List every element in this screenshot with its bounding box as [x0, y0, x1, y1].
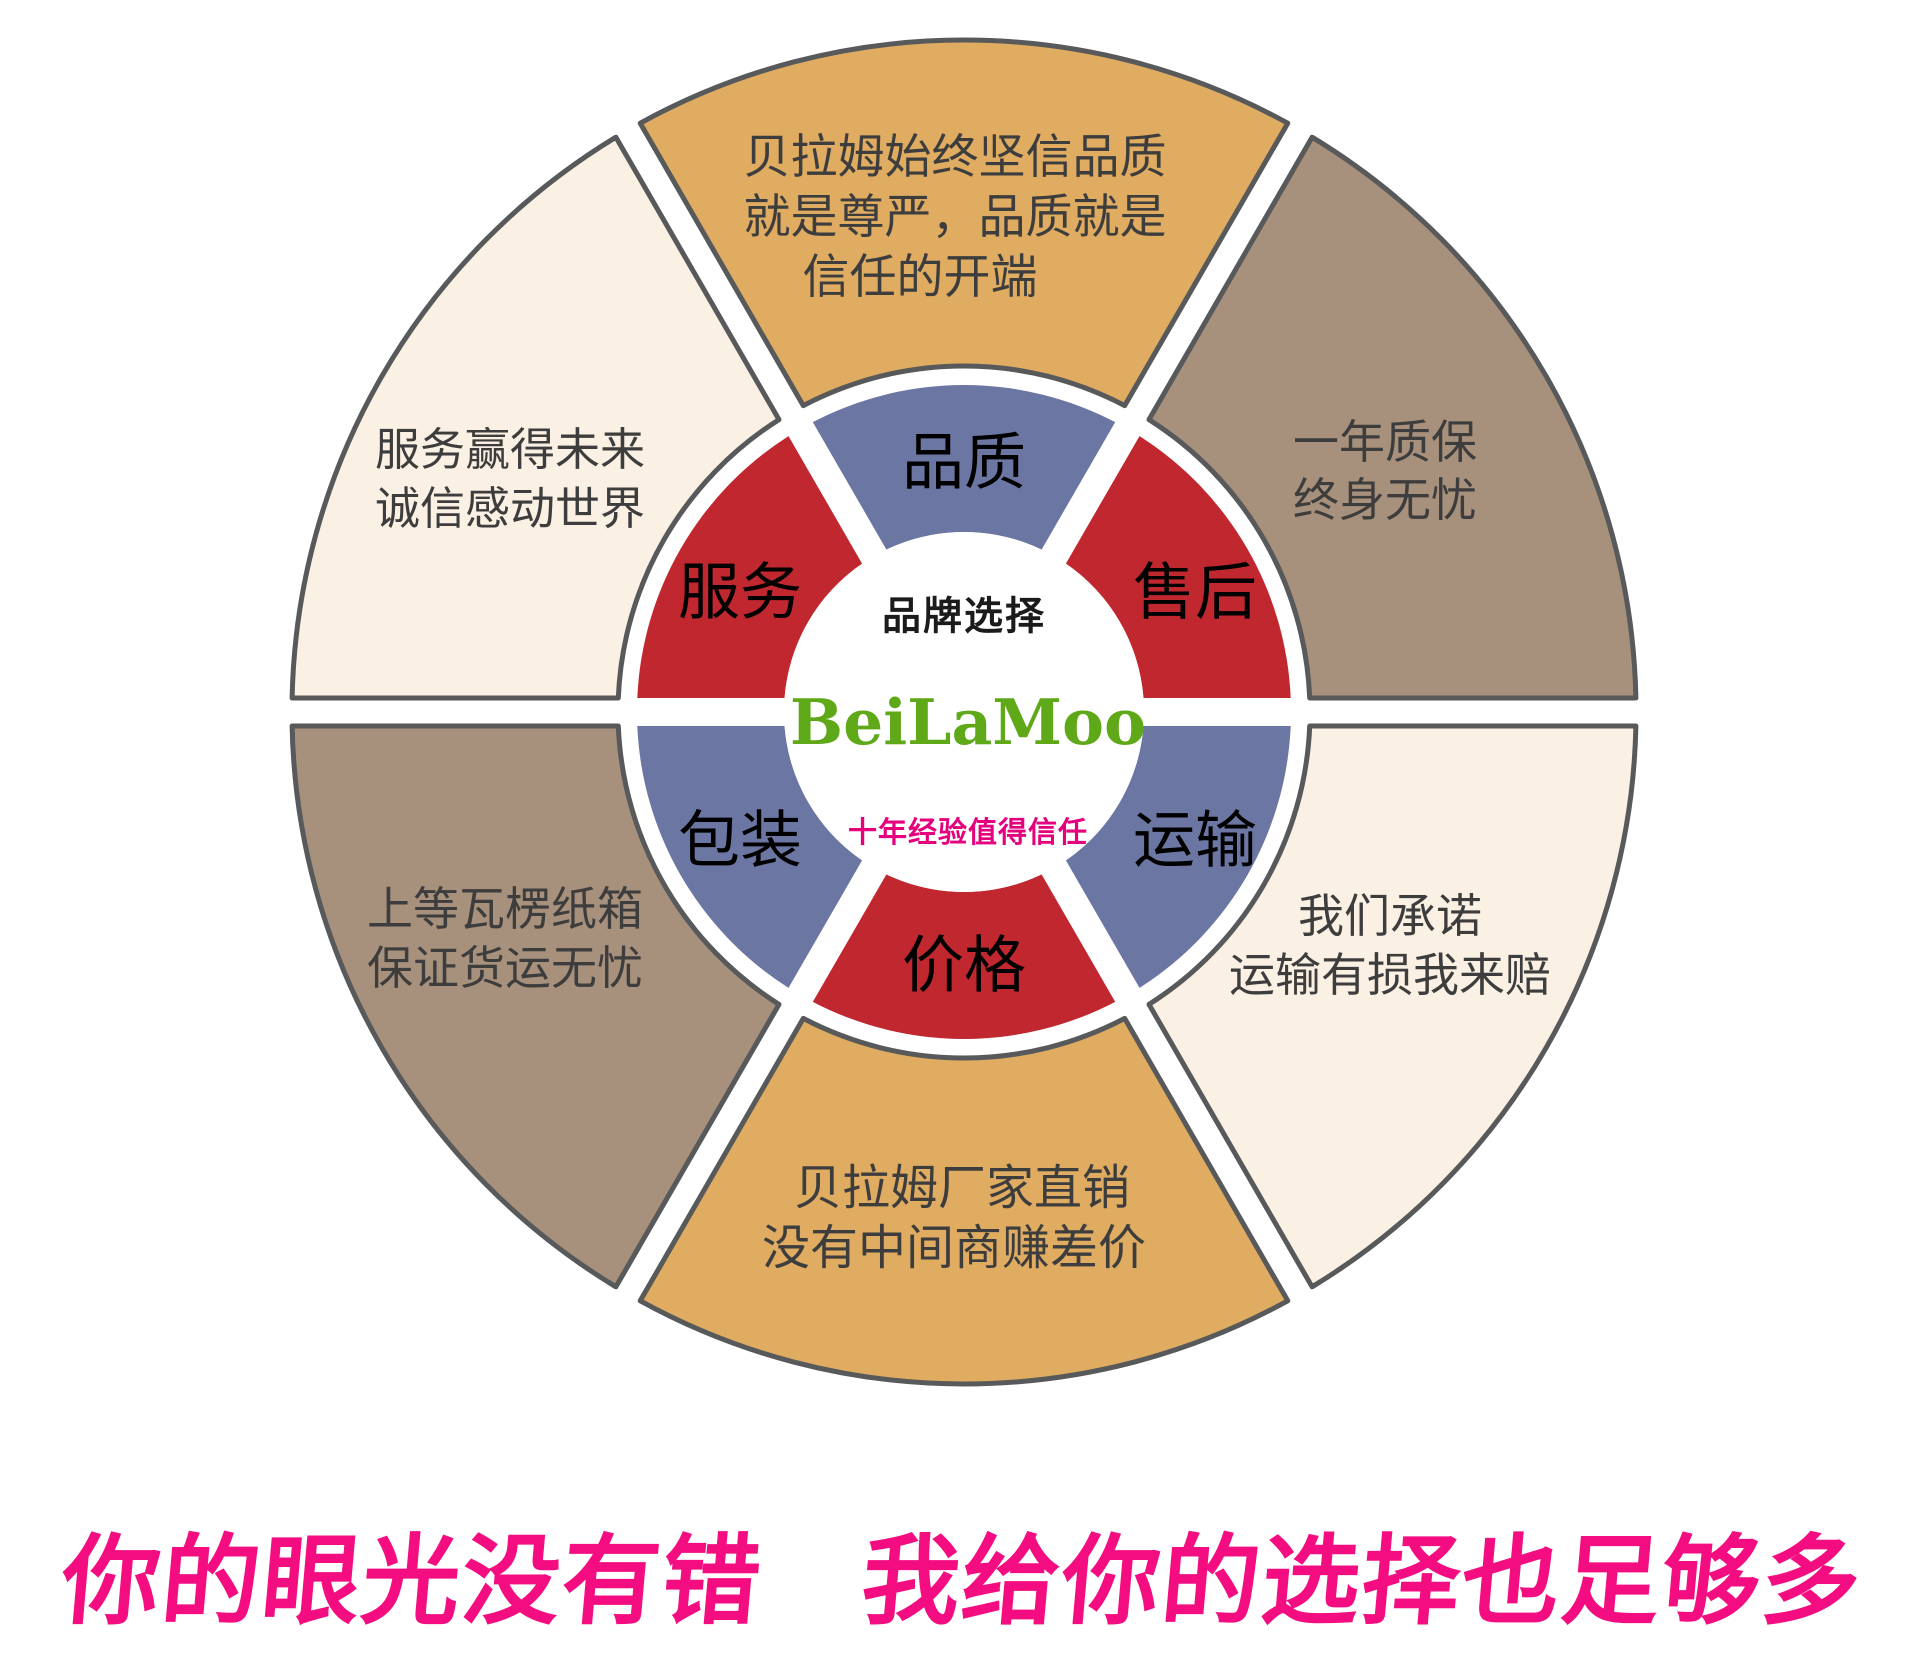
inner-segment-after-sales — [1065, 436, 1291, 698]
inner-segment-quality-label: 品质 — [902, 426, 1026, 499]
outer-segment-bottom-right-label: 我们承诺运输有损我来赔 — [1229, 889, 1551, 1002]
outer-ring-labels: 贝拉姆始终坚信品质就是尊严，品质就是信任的开端一年质保终身无忧我们承诺运输有损我… — [367, 130, 1551, 1277]
outer-segment-bottom-right — [1146, 723, 1639, 1290]
outer-segment-top-right-label: 一年质保终身无忧 — [1293, 415, 1477, 527]
brand-tagline: 十年经验值得信任 — [848, 815, 1088, 849]
inner-segment-price — [812, 874, 1116, 1039]
outer-segment-bottom-left — [289, 723, 782, 1290]
inner-segment-quality — [812, 385, 1116, 550]
inner-segment-after-sales-label: 售后 — [1133, 556, 1257, 629]
outer-segment-bottom-left-label: 上等瓦楞纸箱保证货运无忧 — [367, 882, 643, 995]
bottom-headline: 你的眼光没有错 我给你的选择也足够多 — [56, 1525, 1867, 1639]
inner-segment-transport — [1065, 726, 1291, 988]
inner-segment-service-label: 服务 — [678, 556, 802, 629]
inner-segment-transport-label: 运输 — [1133, 804, 1257, 877]
inner-segment-service — [637, 436, 863, 698]
outer-segment-top-left-label: 服务赢得未来诚信感动世界 — [375, 423, 645, 535]
outer-segment-top — [637, 37, 1291, 409]
center-circle — [784, 532, 1144, 892]
wheel-center-text: 品牌选择 BeiLaMoo 十年经验值得信任 — [790, 595, 1146, 850]
outer-segment-bottom-label: 贝拉姆厂家直销没有中间商赚差价 — [762, 1160, 1146, 1276]
outer-segment-top-right — [1146, 134, 1639, 701]
brand-name: BeiLaMoo — [790, 685, 1146, 759]
inner-segment-packaging-label: 包装 — [678, 804, 802, 877]
outer-ring — [289, 37, 1639, 1387]
outer-segment-top-label: 贝拉姆始终坚信品质就是尊严，品质就是信任的开端 — [744, 130, 1167, 305]
outer-segment-bottom — [637, 1015, 1291, 1387]
outer-segment-top-left — [289, 134, 782, 701]
inner-segment-packaging — [637, 726, 863, 988]
center-title: 品牌选择 — [882, 595, 1046, 640]
inner-segment-price-label: 价格 — [902, 929, 1026, 1002]
inner-ring — [637, 385, 1291, 1039]
